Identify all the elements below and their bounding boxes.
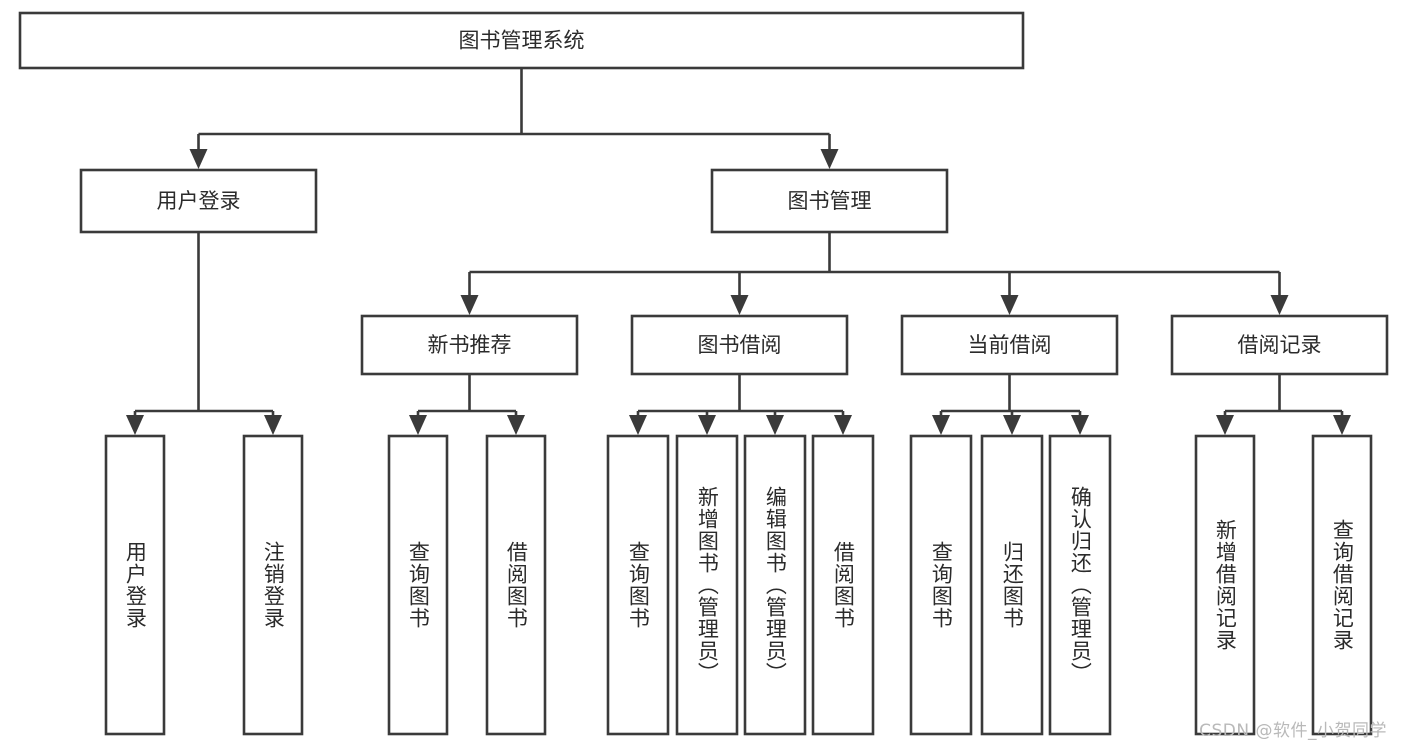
arrow-head-icon [698,415,716,435]
node-leaf-11[interactable] [1194,434,1256,736]
node-leaf-10[interactable] [1048,434,1112,736]
arrow-head-icon [1071,415,1089,435]
node-level2-0[interactable] [79,168,318,234]
node-level3-3[interactable] [1170,314,1389,376]
node-label-level2-0: 用户登录 [157,189,241,213]
arrow-head-icon [1000,295,1019,315]
node-leaf-2[interactable] [387,434,449,736]
node-box-layer [18,11,1389,736]
csdn-watermark: CSDN @软件_小贺同学 [1199,721,1387,741]
node-label-root: 图书管理系统 [459,29,585,53]
node-leaf-6[interactable] [743,434,807,736]
arrow-head-icon [460,295,479,315]
node-leaf-5[interactable] [675,434,739,736]
node-leaf-7[interactable] [811,434,875,736]
arrow-head-icon [766,415,784,435]
node-leaf-4[interactable] [606,434,670,736]
arrow-head-icon [629,415,647,435]
node-leaf-0[interactable] [104,434,166,736]
arrow-head-icon [1216,415,1234,435]
connector-layer [126,68,1351,435]
arrow-head-icon [1003,415,1021,435]
node-label-level3-2: 当前借阅 [968,333,1052,357]
node-leaf-1[interactable] [242,434,304,736]
arrow-head-icon [126,415,144,435]
arrow-head-icon [189,149,208,169]
arrow-head-icon [264,415,282,435]
node-label-level3-0: 新书推荐 [428,333,512,357]
arrow-head-icon [834,415,852,435]
arrow-head-icon [730,295,749,315]
node-level3-1[interactable] [630,314,849,376]
node-level2-1[interactable] [710,168,949,234]
arrow-head-icon [932,415,950,435]
arrow-head-icon [1333,415,1351,435]
node-root-system[interactable] [18,11,1025,70]
node-label-level3-1: 图书借阅 [698,333,782,357]
node-level3-2[interactable] [900,314,1119,376]
node-leaf-3[interactable] [485,434,547,736]
node-leaf-8[interactable] [909,434,973,736]
arrow-head-icon [820,149,839,169]
node-level3-0[interactable] [360,314,579,376]
node-leaf-12[interactable] [1311,434,1373,736]
arrow-head-icon [409,415,427,435]
node-leaf-9[interactable] [980,434,1044,736]
arrow-head-icon [1270,295,1289,315]
arrow-head-icon [507,415,525,435]
node-label-level2-1: 图书管理 [788,189,872,213]
node-label-level3-3: 借阅记录 [1238,333,1322,357]
